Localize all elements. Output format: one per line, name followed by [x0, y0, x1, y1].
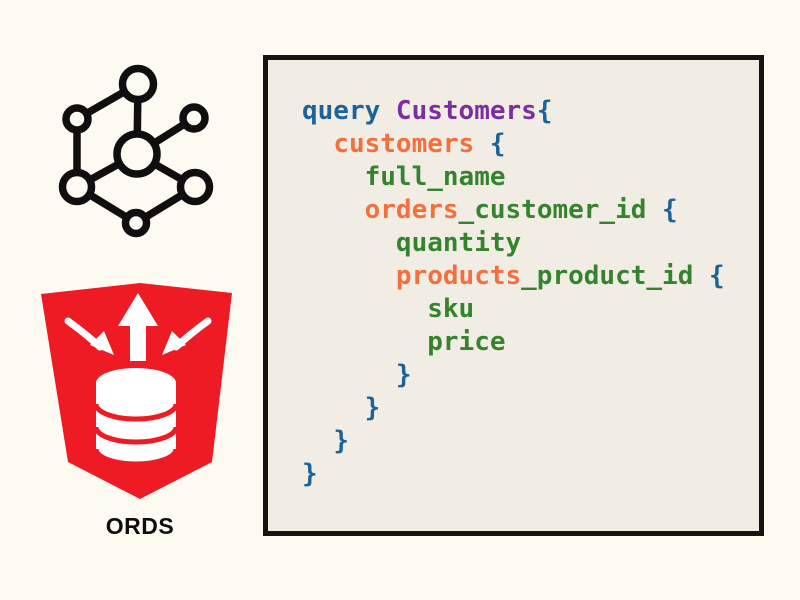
node-center: [113, 130, 161, 178]
code-line: customers {: [302, 128, 759, 161]
code-token-leaf: price: [427, 327, 506, 357]
code-token-plain: [302, 393, 365, 423]
code-line: products_product_id {: [302, 260, 759, 293]
code-token-plain: [302, 195, 365, 225]
code-token-field: orders: [364, 195, 459, 225]
code-token-brace: }: [333, 426, 349, 456]
code-line: sku: [302, 293, 759, 326]
node-bottom: [121, 208, 151, 238]
code-token-field: customers: [333, 129, 490, 159]
code-token-opname: Customers: [395, 96, 537, 126]
code-token-plain: [302, 360, 396, 390]
graphql-network-icon: [58, 64, 214, 238]
database-separator: [93, 448, 179, 467]
code-token-plain: [302, 294, 427, 324]
code-line: }: [302, 359, 759, 392]
code-token-leaf: _customer_id: [458, 195, 663, 225]
node-upper-left: [62, 104, 92, 134]
ords-logo: ORDS: [40, 281, 240, 540]
code-token-plain: [302, 327, 427, 357]
ords-label: ORDS: [105, 513, 175, 539]
code-token-leaf: _product_id: [521, 261, 709, 291]
code-token-field: products: [395, 261, 522, 291]
curved-arrow-right-head: [162, 331, 186, 355]
code-line: full_name: [302, 161, 759, 194]
node-lower-left: [58, 168, 96, 206]
code-token-brace: }: [364, 393, 381, 423]
code-token-leaf: quantity: [395, 228, 522, 258]
code-line: }: [302, 392, 759, 425]
code-token-leaf: sku: [427, 294, 475, 324]
up-arrow-icon: [118, 293, 158, 361]
code-panel: query Customers{ customers { full_name o…: [263, 55, 764, 536]
code-token-plain: [302, 162, 365, 192]
code-token-plain: [302, 228, 396, 258]
code-line: quantity: [302, 227, 759, 260]
database-separator: [93, 403, 179, 422]
code-line: orders_customer_id {: [302, 194, 759, 227]
code-line: query Customers{: [302, 95, 759, 128]
node-lower-right: [176, 168, 214, 206]
code-token-leaf: full_name: [364, 162, 506, 192]
code-token-brace: {: [489, 129, 506, 159]
code-token-plain: [302, 426, 333, 456]
code-token-plain: [302, 261, 396, 291]
code-token-keyword: query: [302, 96, 396, 126]
code-token-plain: [302, 129, 333, 159]
ords-shield-icon: [41, 283, 232, 499]
node-top: [118, 64, 158, 104]
curved-arrow-left-head: [90, 331, 114, 355]
database-separator: [93, 426, 179, 445]
code-token-brace: {: [662, 195, 678, 225]
code-line: price: [302, 326, 759, 359]
code-token-brace: {: [536, 96, 553, 126]
graphql-query-code: query Customers{ customers { full_name o…: [268, 60, 759, 491]
code-token-brace: }: [302, 459, 318, 489]
node-upper-right: [179, 103, 209, 133]
code-token-brace: }: [395, 360, 412, 390]
code-token-brace: {: [709, 261, 725, 291]
code-line: }: [302, 425, 759, 458]
code-line: }: [302, 458, 759, 491]
